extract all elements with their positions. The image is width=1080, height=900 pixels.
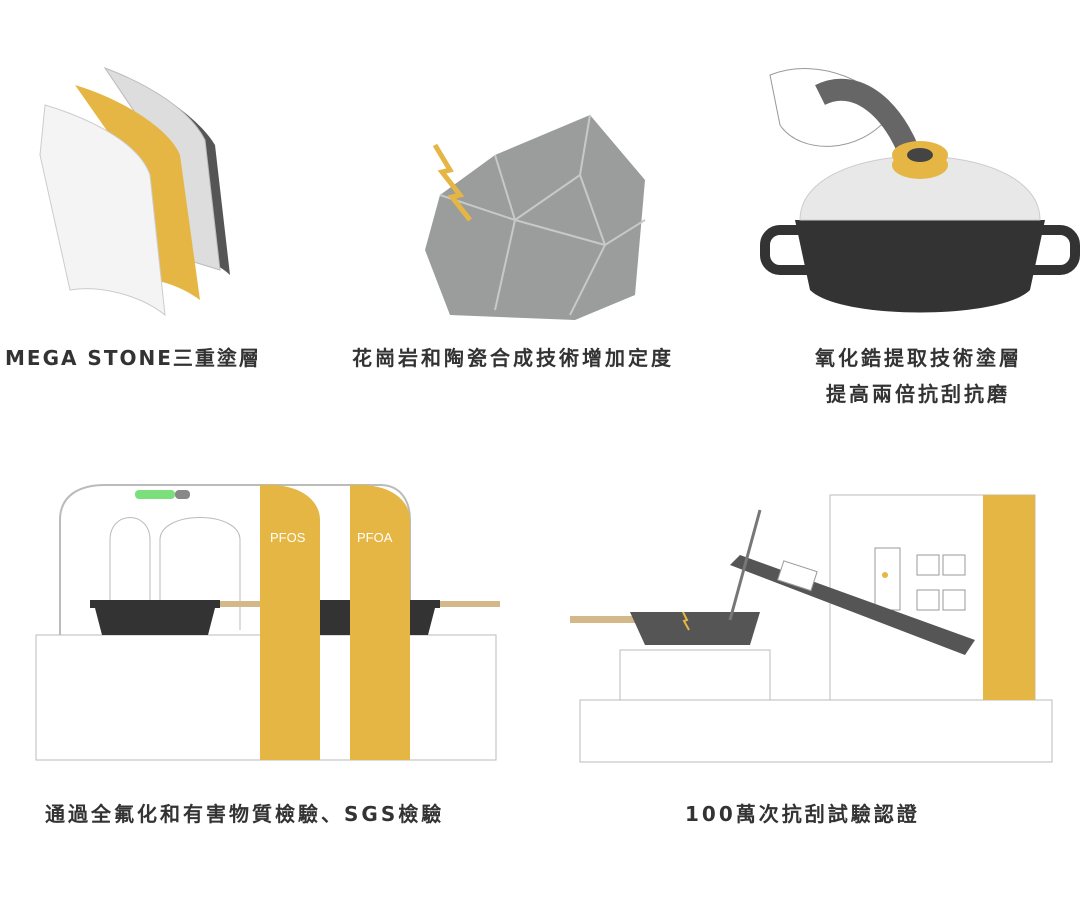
label-pfos: PFOS — [270, 530, 306, 545]
caption-zirconia-line2: 提高兩倍抗刮抗磨 — [826, 382, 1010, 406]
label-pfoa: PFOA — [357, 530, 393, 545]
zirconia-pot-illustration — [760, 68, 1080, 313]
caption-pfos-sgs: 通過全氟化和有害物質檢驗、SGS檢驗 — [45, 802, 445, 826]
caption-mega-stone: MEGA STONE三重塗層 — [5, 346, 261, 370]
safety-test-illustration: PFOS PFOA — [35, 484, 500, 761]
triple-layer-illustration — [39, 66, 230, 317]
lightning-icon — [432, 143, 472, 222]
caption-scratch-test: 100萬次抗刮試驗認證 — [685, 802, 920, 826]
caption-zirconia-line1: 氧化鋯提取技術塗層 — [815, 346, 1022, 370]
scratch-test-illustration — [570, 494, 1053, 763]
granite-rock-illustration — [425, 114, 646, 320]
caption-granite-ceramic: 花崗岩和陶瓷合成技術增加定度 — [352, 346, 674, 370]
